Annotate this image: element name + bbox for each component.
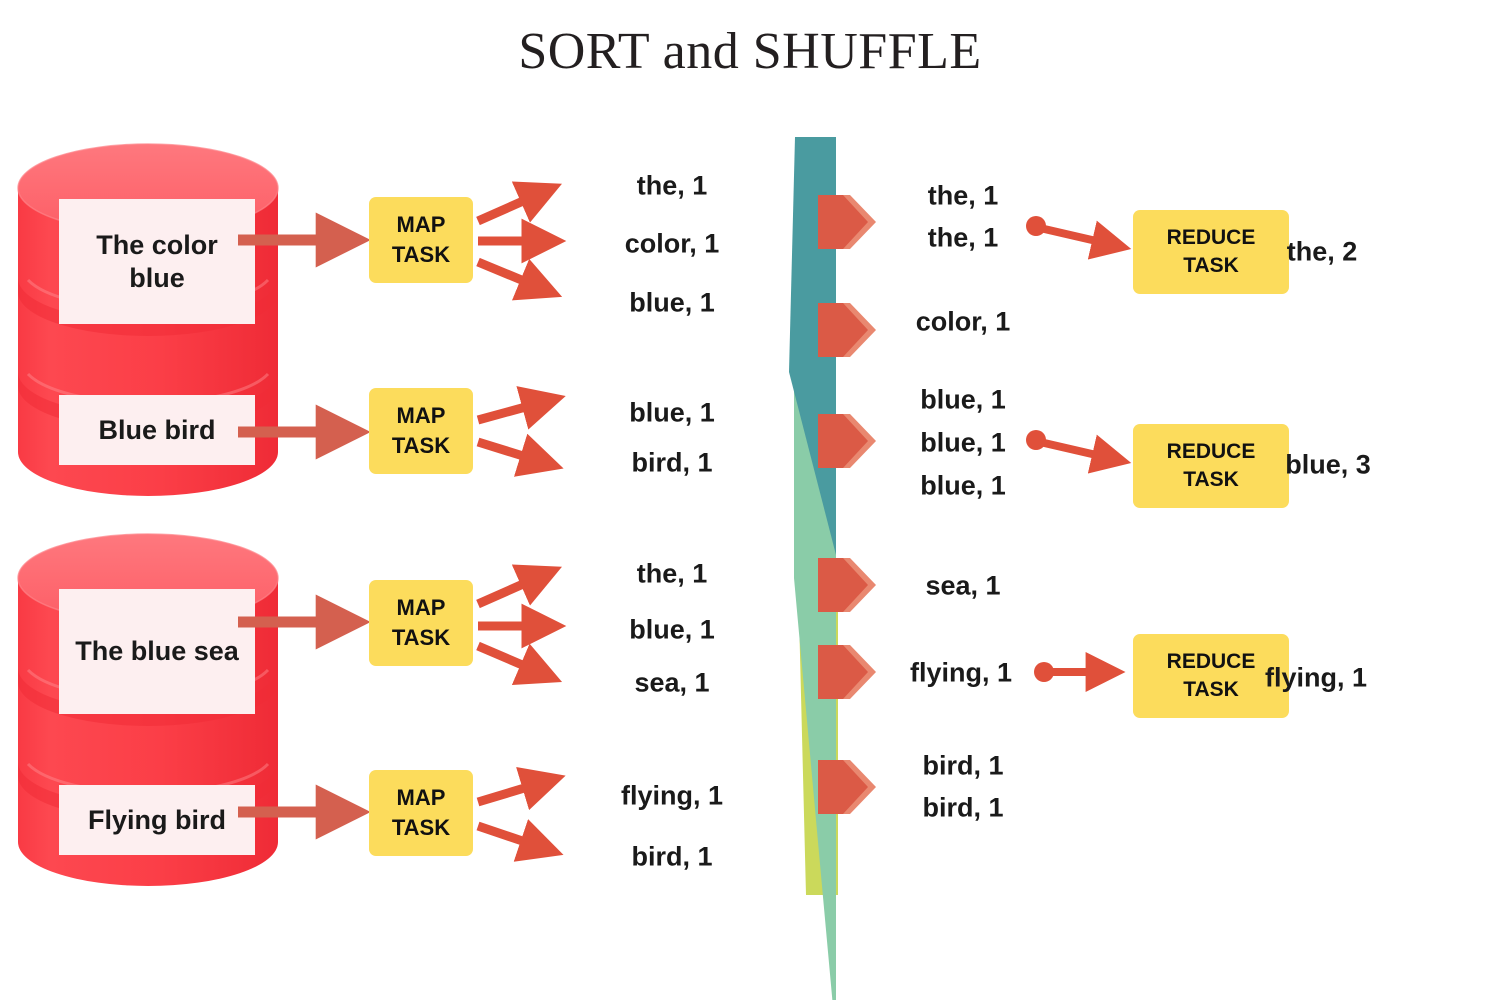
reduce-output-label: the, 2 (1286, 236, 1358, 267)
database-record-label: Blue bird (59, 395, 255, 465)
reduce-task-box[interactable]: REDUCE TASK (1133, 634, 1289, 718)
map-task-label-line2: TASK (391, 242, 451, 267)
shuffle-marker (818, 760, 876, 814)
database-cylinder-bottom: The blue sea Flying bird (14, 530, 282, 890)
reduce-task-label-line1: REDUCE (1166, 225, 1256, 249)
map-output-label: blue, 1 (629, 614, 715, 645)
map-output-label: color, 1 (624, 228, 720, 259)
reduce-task-box[interactable]: REDUCE TASK (1133, 424, 1289, 508)
map-output-label: blue, 1 (629, 287, 715, 318)
reduce-task-label-line1: REDUCE (1166, 439, 1256, 463)
map-task-label-line1: MAP (396, 212, 446, 238)
shuffle-band-segment-mint (794, 370, 836, 1000)
arrow-map-output (476, 564, 562, 609)
shuffle-output-label: color, 1 (915, 306, 1011, 337)
map-output-label: the, 1 (636, 170, 708, 201)
shuffle-marker (818, 645, 876, 699)
arrow-map-output (476, 641, 563, 685)
map-task-label-line2: TASK (391, 625, 451, 650)
arrow-shuffle-to-reduce (1026, 430, 1132, 474)
page-title: SORT and SHUFFLE (518, 23, 982, 80)
shuffle-output-label: sea, 1 (925, 570, 1001, 601)
database-cylinder-top: The color blue Blue bird (14, 140, 282, 500)
shuffle-band-segment-lime (798, 575, 838, 895)
arrow-map-output (476, 181, 562, 226)
database-record-label: The color blue (59, 199, 255, 324)
arrow-map-output (476, 386, 566, 430)
map-task-box[interactable]: MAP TASK (369, 770, 473, 856)
map-task-label-line1: MAP (396, 595, 446, 621)
map-task-box[interactable]: MAP TASK (369, 388, 473, 474)
shuffle-output-label: the, 1 (927, 222, 999, 253)
map-task-box[interactable]: MAP TASK (369, 197, 473, 283)
shuffle-output-label: bird, 1 (922, 792, 1004, 823)
shuffle-output-label: flying, 1 (909, 657, 1013, 688)
shuffle-output-label: bird, 1 (922, 750, 1004, 781)
map-output-label: blue, 1 (629, 397, 715, 428)
reduce-task-label-line2: TASK (1183, 468, 1239, 491)
shuffle-output-label: the, 1 (927, 180, 999, 211)
database-record-label: Flying bird (59, 785, 255, 855)
database-record-label: The blue sea (59, 589, 255, 714)
arrow-shuffle-to-reduce (1034, 652, 1126, 692)
shuffle-marker (818, 195, 876, 249)
reduce-task-label-line2: TASK (1183, 678, 1239, 701)
reduce-task-box[interactable]: REDUCE TASK (1133, 210, 1289, 294)
map-output-label: bird, 1 (631, 841, 713, 872)
shuffle-marker (818, 303, 876, 357)
arrow-map-output (476, 767, 566, 811)
map-task-label-line2: TASK (391, 815, 451, 840)
map-output-label: sea, 1 (634, 667, 710, 698)
shuffle-output-label: blue, 1 (920, 470, 1006, 501)
map-task-label-line1: MAP (396, 403, 446, 429)
map-output-label: the, 1 (636, 558, 708, 589)
map-task-label-line1: MAP (396, 785, 446, 811)
arrow-map-output (476, 257, 563, 301)
reduce-output-label: blue, 3 (1285, 449, 1371, 480)
map-output-label: flying, 1 (620, 780, 724, 811)
reduce-task-label-line1: REDUCE (1166, 649, 1256, 673)
arrow-map-output (476, 819, 564, 862)
shuffle-band-segment-teal (789, 137, 836, 555)
arrow-shuffle-to-reduce (1026, 216, 1132, 260)
arrow-map-output (476, 433, 564, 477)
map-task-label-line2: TASK (391, 433, 451, 458)
shuffle-output-label: blue, 1 (920, 384, 1006, 415)
reduce-output-label: flying, 1 (1264, 662, 1368, 693)
shuffle-marker (818, 414, 876, 468)
shuffle-output-label: blue, 1 (920, 427, 1006, 458)
shuffle-marker (818, 558, 876, 612)
map-task-box[interactable]: MAP TASK (369, 580, 473, 666)
reduce-task-label-line2: TASK (1183, 254, 1239, 277)
map-output-label: bird, 1 (631, 447, 713, 478)
